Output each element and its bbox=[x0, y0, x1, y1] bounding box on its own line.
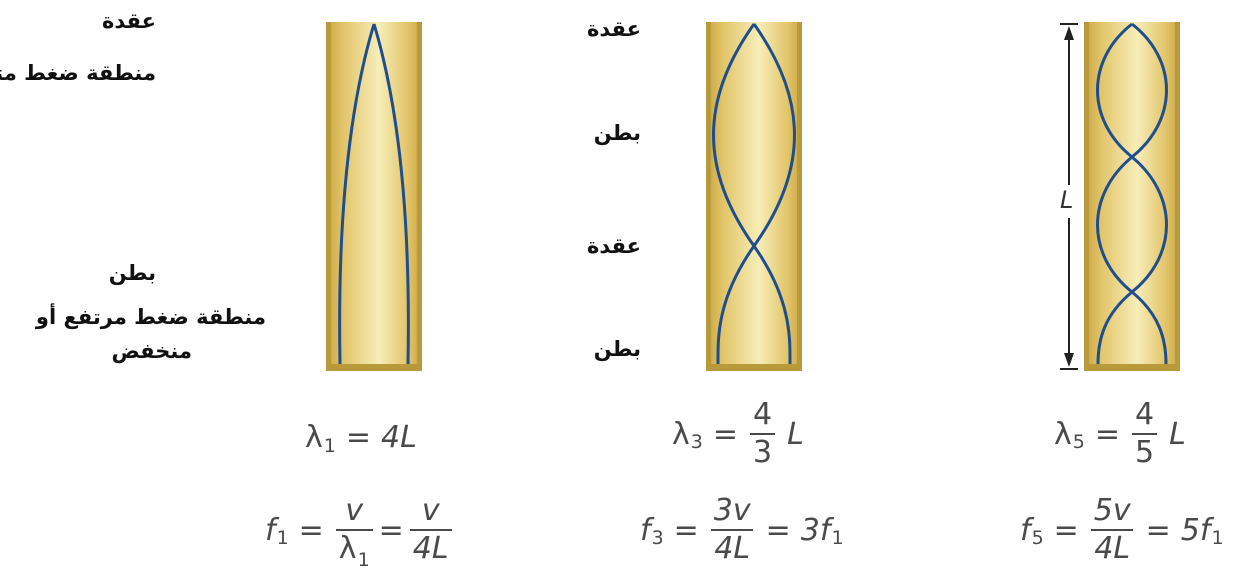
wave-curve bbox=[712, 23, 792, 365]
label-high-low-pressure-line1: منطقة ضغط مرتفع أو bbox=[35, 305, 266, 329]
label-medium-pressure: منطقة ضغط متوسط bbox=[0, 61, 156, 85]
label-antinode-middle-2: بطن bbox=[593, 337, 641, 361]
wave-curve bbox=[372, 23, 410, 365]
wave-curve bbox=[1096, 22, 1168, 365]
label-antinode-left: بطن bbox=[108, 261, 156, 285]
wave-curve bbox=[1096, 22, 1168, 365]
label-node-top-left: عقدة bbox=[102, 9, 156, 33]
label-antinode-middle-1: بطن bbox=[593, 121, 641, 145]
tube-third-harmonic bbox=[706, 22, 802, 371]
label-high-low-pressure-line2: منخفض bbox=[111, 339, 192, 363]
tube-first-harmonic bbox=[326, 22, 422, 371]
tube-fifth-harmonic bbox=[1084, 22, 1180, 371]
label-node-middle-2: عقدة bbox=[587, 234, 641, 258]
length-label: L bbox=[1060, 186, 1074, 214]
length-dimension-arrow bbox=[1060, 23, 1078, 370]
wave-curve bbox=[716, 23, 796, 365]
label-node-middle-top: عقدة bbox=[587, 17, 641, 41]
wave-curve bbox=[338, 23, 376, 365]
